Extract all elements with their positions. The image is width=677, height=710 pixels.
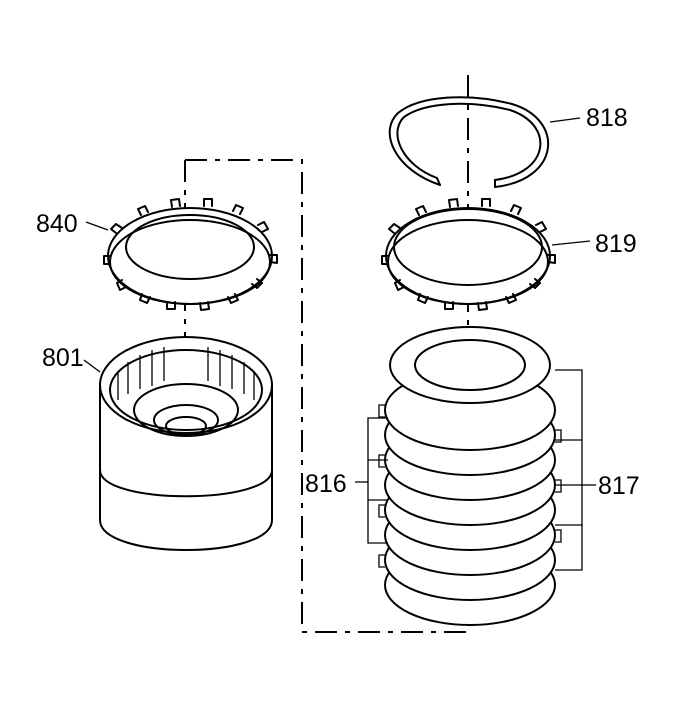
label-819: 819 xyxy=(595,230,637,258)
label-818: 818 xyxy=(586,104,628,132)
splined-plate-left xyxy=(85,198,278,311)
clutch-pack xyxy=(378,326,562,626)
label-801: 801 xyxy=(42,344,84,372)
clutch-housing xyxy=(83,336,273,551)
label-840: 840 xyxy=(36,210,78,238)
label-817: 817 xyxy=(598,472,640,500)
bracket-816 xyxy=(355,417,388,544)
snap-ring xyxy=(388,96,581,188)
splined-plate-right xyxy=(381,198,591,311)
bracket-817 xyxy=(555,369,596,571)
label-816: 816 xyxy=(305,470,347,498)
